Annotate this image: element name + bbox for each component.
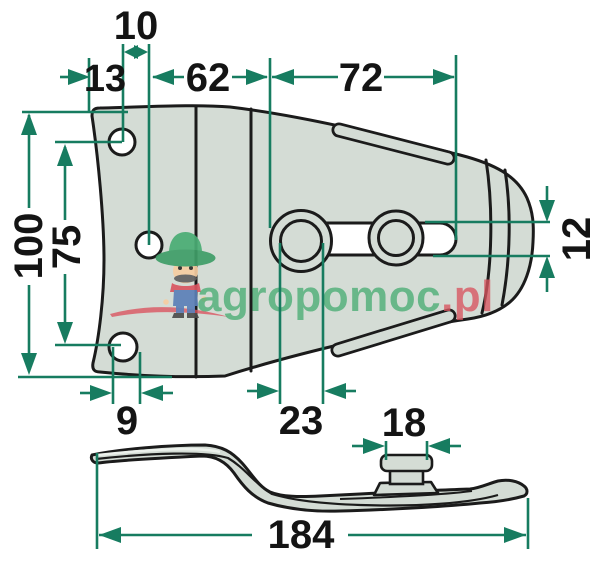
dim-9: 9 bbox=[80, 347, 173, 443]
side-seam-light bbox=[97, 447, 221, 457]
side-seam-2 bbox=[359, 493, 499, 507]
watermark-text: agropomoc.pl bbox=[197, 272, 494, 321]
dim-10-label: 10 bbox=[114, 4, 159, 48]
farmer-mascot-icon bbox=[155, 232, 216, 318]
dim-184: 184 bbox=[95, 453, 530, 557]
dim-62: 62 bbox=[152, 56, 268, 100]
top-notch bbox=[331, 122, 456, 166]
dim-10: 10 bbox=[114, 4, 159, 245]
bottom-notch bbox=[330, 308, 457, 358]
dim-13-label: 13 bbox=[84, 58, 126, 100]
plate-side-view bbox=[89, 443, 529, 513]
dim-75: 75 bbox=[45, 140, 122, 347]
plate-top-view bbox=[90, 104, 535, 379]
dim-62-label: 62 bbox=[186, 56, 231, 100]
dim-72-label: 72 bbox=[339, 56, 384, 100]
boss-left bbox=[269, 209, 333, 273]
dim-100-label: 100 bbox=[7, 213, 51, 280]
side-seam-3 bbox=[339, 490, 473, 500]
dim-23-label: 23 bbox=[279, 399, 324, 443]
dim-100: 100 bbox=[7, 110, 172, 379]
dim-72: 72 bbox=[268, 55, 458, 240]
dim-23: 23 bbox=[247, 243, 356, 443]
dim-9-label: 9 bbox=[116, 399, 138, 443]
dim-12: 12 bbox=[425, 186, 599, 292]
bend-line-right-1 bbox=[480, 158, 493, 315]
dim-13: 13 bbox=[60, 58, 126, 112]
hole-bottom bbox=[107, 331, 139, 363]
side-seam-1 bbox=[95, 452, 361, 507]
watermark: agropomoc.pl bbox=[110, 232, 494, 321]
dim-18-label: 18 bbox=[382, 401, 427, 445]
watermark-swoosh bbox=[110, 307, 229, 317]
dim-18: 18 bbox=[352, 401, 461, 460]
watermark-text-green: agropomoc bbox=[197, 272, 441, 321]
dim-12-label: 12 bbox=[555, 217, 599, 262]
watermark-text-red: .pl bbox=[441, 272, 494, 321]
boss-right bbox=[367, 209, 425, 267]
bend-line-right-2 bbox=[500, 168, 511, 307]
dim-75-label: 75 bbox=[45, 225, 89, 270]
stud bbox=[372, 453, 440, 497]
dim-184-label: 184 bbox=[268, 513, 335, 557]
